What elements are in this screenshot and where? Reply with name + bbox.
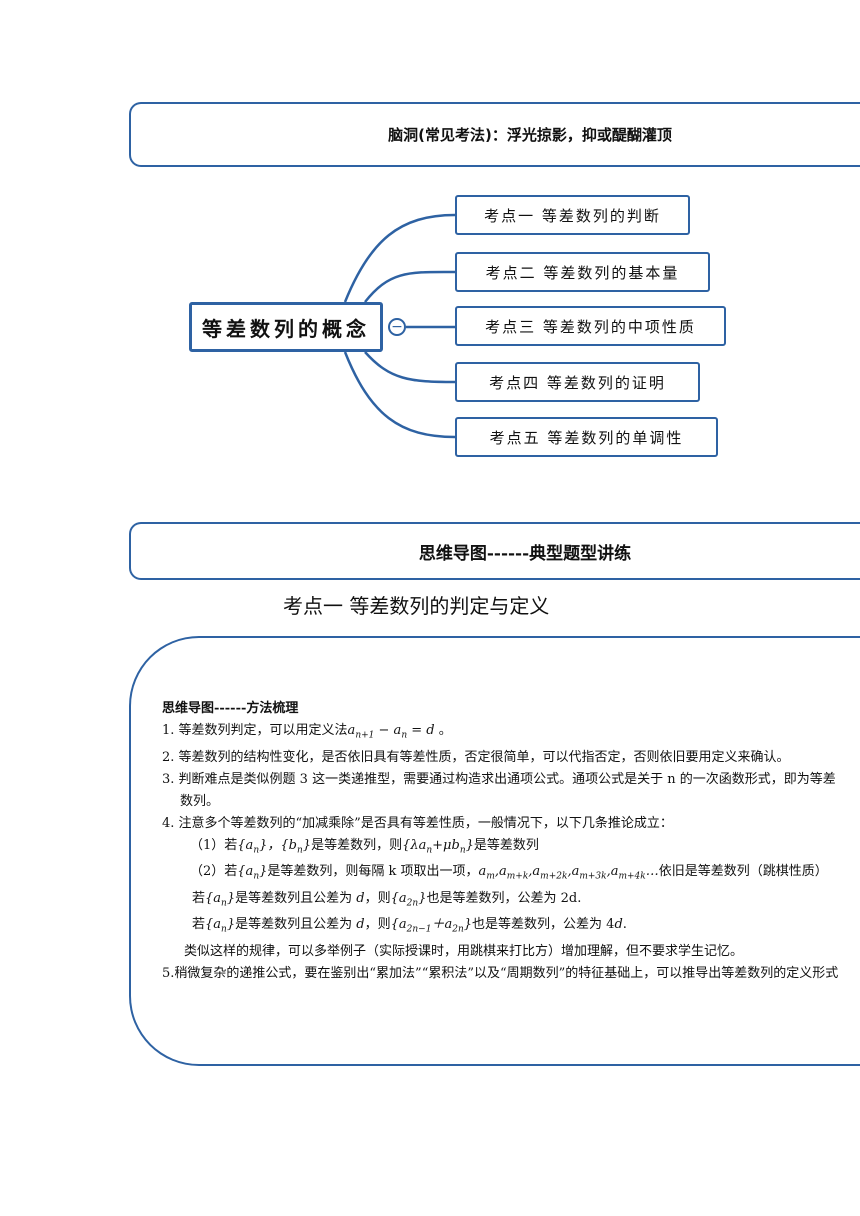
connector-1 xyxy=(343,213,456,303)
method-sub-1: （1）若{an}，{bn}是等差数列，则{λan+μbn}是等差数列 xyxy=(190,837,539,856)
method-sub-3: 若{an}是等差数列且公差为 d，则{a2n}也是等差数列，公差为 2d. xyxy=(192,890,582,909)
section-banner: 思维导图------典型题型讲练 xyxy=(129,522,860,580)
connector-2 xyxy=(364,270,456,303)
method-item-1: 1. 等差数列判定，可以用定义法an+1 − an = d 。 xyxy=(162,723,452,741)
mindmap-branch-4: 考点四 等差数列的证明 xyxy=(455,362,700,402)
method-title: 思维导图------方法梳理 xyxy=(162,701,299,716)
mindmap-root: 等差数列的概念 xyxy=(189,302,383,352)
method-sub-2: （2）若{an}是等差数列，则每隔 k 项取出一项，am,am+k,am+2k,… xyxy=(190,864,828,882)
mindmap-branch-3: 考点三 等差数列的中项性质 xyxy=(455,306,726,346)
method-item-5: 5.稍微复杂的递推公式，要在鉴别出“累加法”“累积法”以及“周期数列”的特征基础… xyxy=(162,965,839,981)
header-banner-text: 脑洞(常见考法)：浮光掠影，抑或醍醐灌顶 xyxy=(388,126,672,144)
method-item-3: 3. 判断难点是类似例题 3 这一类递推型，需要通过构造求出通项公式。通项公式是… xyxy=(162,771,836,809)
mindmap-connectors xyxy=(343,213,456,439)
formula-definition: an+1 − an = d xyxy=(347,723,435,741)
section-title: 考点一 等差数列的判定与定义 xyxy=(283,594,550,618)
method-sub-5: 类似这样的规律，可以多举例子（实际授课时，用跳棋来打比方）增加理解，但不要求学生… xyxy=(184,943,744,959)
method-content: 思维导图------方法梳理 1. 等差数列判定，可以用定义法an+1 − an… xyxy=(162,698,842,985)
mindmap-branch-1: 考点一 等差数列的判断 xyxy=(455,195,690,235)
mindmap-branch-5: 考点五 等差数列的单调性 xyxy=(455,417,718,457)
mindmap-branch-2: 考点二 等差数列的基本量 xyxy=(455,252,710,292)
method-item-2: 2. 等差数列的结构性变化，是否依旧具有等差性质，否定很简单，可以代指否定，否则… xyxy=(162,749,790,765)
section-banner-text: 思维导图------典型题型讲练 xyxy=(418,543,632,564)
collapse-icon[interactable]: − xyxy=(388,318,406,336)
connector-5 xyxy=(343,351,456,439)
method-box xyxy=(129,636,860,1066)
method-sub-4: 若{an}是等差数列且公差为 d，则{a2n−1＋a2n}也是等差数列，公差为 … xyxy=(192,917,627,935)
header-banner: 脑洞(常见考法)：浮光掠影，抑或醍醐灌顶 xyxy=(129,102,860,167)
method-item-4: 4. 注意多个等差数列的“加减乘除”是否具有等差性质，一般情况下，以下几条推论成… xyxy=(162,815,673,831)
connector-4 xyxy=(364,351,456,384)
